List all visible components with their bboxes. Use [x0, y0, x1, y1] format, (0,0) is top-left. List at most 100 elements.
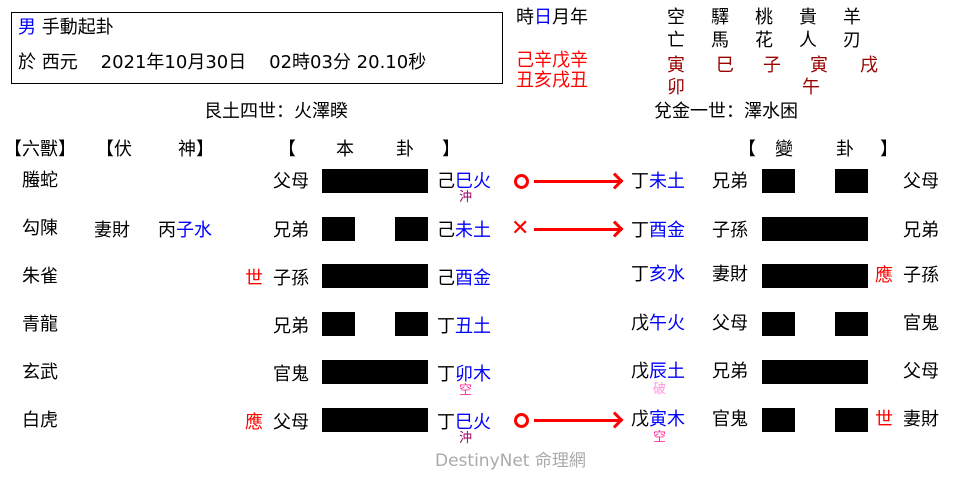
- relation-1: 兄弟: [273, 220, 309, 241]
- shensha-row-1: 空驛桃貴羊: [667, 7, 887, 29]
- najia-4: 丁卯木: [437, 364, 491, 385]
- yang-line-4: [322, 360, 428, 384]
- shensha-val: 戌: [860, 55, 878, 76]
- moving-yang-circle-icon-5: [514, 413, 529, 428]
- shensha-kong: 空: [667, 7, 685, 28]
- header-changed-gua: 卦: [836, 139, 854, 160]
- shensha-gui: 貴: [799, 7, 817, 28]
- shensha-val: 寅: [810, 55, 828, 76]
- beast-5: 白虎: [22, 410, 58, 431]
- beast-2: 朱雀: [22, 266, 58, 287]
- changed-relation-2: 妻財: [712, 264, 748, 285]
- header-hidden-spirit-open: 【伏: [96, 139, 132, 160]
- shensha-val: 卯: [667, 77, 685, 98]
- relation-2: 子孫: [273, 268, 309, 289]
- shensha-hua: 花: [755, 30, 773, 51]
- changed-right-relation-5: 妻財: [903, 409, 939, 430]
- moving-yin-cross-icon-1: ✕: [511, 216, 530, 241]
- note-kong-c-5: 空: [653, 430, 667, 445]
- najia-3: 丁丑土: [437, 316, 491, 337]
- arrow-line-0: [534, 180, 622, 183]
- pillar-stems: 己辛戊辛: [516, 50, 588, 71]
- pillar-hour-label: 時: [516, 7, 534, 28]
- yang-line-5: [322, 408, 428, 432]
- changed-najia-3: 戊午火: [631, 313, 685, 334]
- yang-line-c-1: [762, 217, 868, 241]
- shensha-ma: 馬: [711, 30, 729, 51]
- shensha-ren2: 刃: [843, 30, 861, 51]
- pillar-branches: 丑亥戌丑: [516, 70, 588, 91]
- yin-line-right-c-3: [835, 312, 868, 336]
- arrow-head-icon-1: [606, 220, 624, 238]
- changed-najia-0: 丁未土: [631, 171, 685, 192]
- shensha-row-2: 亡馬花人刃: [667, 30, 887, 52]
- najia-0: 己巳火: [437, 171, 491, 192]
- changed-right-relation-1: 兄弟: [903, 220, 939, 241]
- yin-line-right-c-5: [835, 408, 868, 432]
- header-original-close: 】: [442, 139, 460, 160]
- header-changed-close: 】: [880, 139, 898, 160]
- shensha-val: 子: [763, 55, 781, 76]
- note-po-c-4: 破: [653, 382, 667, 397]
- header-original-gua: 卦: [396, 139, 414, 160]
- header-six-beasts: 【六獸】: [4, 139, 76, 160]
- time: 02時03分 20.10秒: [269, 52, 427, 73]
- pillar-day-label: 日: [534, 7, 552, 28]
- note-kong-4: 空: [459, 383, 473, 398]
- fu-relation-1: 妻財: [94, 220, 130, 241]
- shi-marker-2: 世: [245, 268, 263, 289]
- yin-line-left-0: [762, 169, 795, 193]
- najia-2: 己酉金: [437, 268, 491, 289]
- arrow-line-5: [534, 419, 622, 422]
- watermark: DestinyNet 命理網: [435, 451, 586, 471]
- pillar-labels: 時日月年: [516, 7, 588, 29]
- yin-line-right-0: [835, 169, 868, 193]
- changed-right-relation-3: 官鬼: [903, 313, 939, 334]
- najia-1: 己未土: [437, 220, 491, 241]
- header-original-ben: 本: [336, 139, 354, 160]
- yang-line-c-2: [762, 264, 868, 288]
- changed-right-relation-4: 父母: [903, 361, 939, 382]
- shensha-row-4: 卯午: [667, 77, 890, 99]
- shensha-yi: 驛: [711, 7, 729, 28]
- gender: 男: [18, 17, 36, 38]
- yin-line-left-1: [322, 217, 355, 241]
- changed-relation-3: 父母: [712, 313, 748, 334]
- yang-line-c-4: [762, 360, 868, 384]
- header-hidden-spirit-close: 神】: [178, 139, 214, 160]
- ying-marker-5: 應: [245, 412, 263, 433]
- header-line-2: 於 西元 2021年10月30日 02時03分 20.10秒: [18, 52, 426, 74]
- header-box: [11, 12, 503, 84]
- header-changed-open: 【: [738, 139, 756, 160]
- pillar-year-label: 年: [570, 7, 588, 28]
- shensha-tao: 桃: [755, 7, 773, 28]
- pillar-month-label: 月: [552, 7, 570, 28]
- yin-line-left-3: [322, 312, 355, 336]
- changed-najia-5: 戊寅木: [631, 409, 685, 430]
- shensha-val: 午: [802, 77, 820, 98]
- shensha-row-3: 寅巳子寅戌: [667, 55, 904, 77]
- method: 手動起卦: [41, 17, 114, 38]
- yin-line-right-1: [395, 217, 428, 241]
- header-line-1: 男 手動起卦: [18, 17, 114, 39]
- relation-3: 兄弟: [273, 316, 309, 337]
- changed-relation-5: 官鬼: [712, 409, 748, 430]
- header-original-open: 【: [278, 139, 296, 160]
- moving-yang-circle-icon-0: [514, 174, 529, 189]
- changed-relation-1: 子孫: [712, 220, 748, 241]
- beast-1: 勾陳: [22, 218, 58, 239]
- najia-5: 丁巳火: [437, 412, 491, 433]
- relation-4: 官鬼: [273, 364, 309, 385]
- fu-najia-1: 丙子水: [158, 220, 212, 241]
- shensha-val: 寅: [667, 55, 685, 76]
- changed-right-relation-2: 子孫: [903, 265, 939, 286]
- yang-line-2: [322, 264, 428, 288]
- changed-najia-1: 丁酉金: [631, 220, 685, 241]
- shensha-yang: 羊: [843, 7, 861, 28]
- arrow-head-icon-5: [606, 411, 624, 429]
- changed-right-relation-0: 父母: [903, 171, 939, 192]
- date: 2021年10月30日: [100, 52, 247, 73]
- changed-gua-title: 兌金一世：澤水困: [654, 101, 798, 122]
- original-gua-title: 艮土四世：火澤睽: [204, 101, 348, 122]
- beast-4: 玄武: [22, 362, 58, 383]
